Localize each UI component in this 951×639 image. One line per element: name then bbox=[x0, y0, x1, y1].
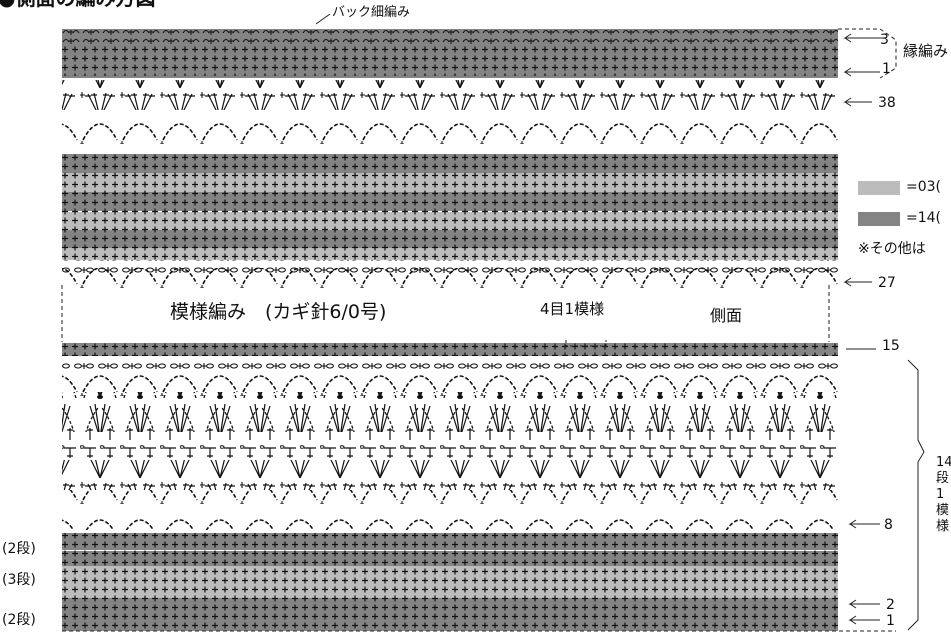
band-rows-2a: (2段) bbox=[2, 541, 36, 557]
back-loop-callout: バック細編み bbox=[332, 5, 411, 20]
band-rows-2b: (2段) bbox=[2, 612, 36, 628]
legend-light-label: =03( bbox=[906, 179, 942, 195]
plus-row-top bbox=[62, 46, 838, 76]
row-number-1-top: 1 bbox=[882, 61, 891, 77]
shell-row bbox=[62, 392, 838, 432]
arc-row-upper bbox=[62, 110, 838, 150]
legend-note: ※その他は bbox=[858, 241, 926, 257]
markers bbox=[61, 13, 925, 632]
row-arrow-4 bbox=[848, 519, 880, 529]
legend-dark-swatch bbox=[858, 212, 900, 226]
plus-band-upper bbox=[62, 154, 838, 260]
callout-leader bbox=[315, 13, 331, 25]
repeat-label: 4目1模様 bbox=[540, 300, 605, 318]
legend-light-swatch bbox=[858, 181, 900, 195]
row-arrow-1 bbox=[843, 67, 880, 77]
row-arrow-2 bbox=[843, 97, 872, 107]
row-number-15: 15 bbox=[882, 338, 900, 354]
back-loop-row bbox=[62, 30, 838, 44]
row-number-2: 2 bbox=[886, 597, 895, 613]
row-number-1-bottom: 1 bbox=[886, 613, 895, 629]
row-arrow-6 bbox=[848, 615, 880, 625]
plus-band-lower bbox=[62, 533, 838, 631]
fan-row-38 bbox=[62, 80, 838, 110]
fan-row-lower bbox=[62, 460, 838, 490]
brace-14 bbox=[907, 359, 925, 631]
row-15-plus bbox=[62, 343, 838, 356]
side-label: 側面 bbox=[710, 306, 743, 325]
edging-label: 縁編み bbox=[903, 42, 949, 60]
row-number-27: 27 bbox=[878, 275, 896, 291]
repeat-note: 14 段 1 模 様 bbox=[936, 455, 951, 534]
row-arrow-0 bbox=[843, 33, 885, 43]
row-number-8: 8 bbox=[884, 517, 893, 533]
page-title: ●側面の編み方図 bbox=[0, 0, 155, 8]
repeat-bracket bbox=[565, 340, 607, 347]
row-arrow-3 bbox=[843, 277, 872, 287]
tee-row bbox=[62, 428, 838, 458]
row-number-3: 3 bbox=[880, 32, 889, 48]
row-arrow-5 bbox=[848, 599, 880, 609]
band-rows-3: (3段) bbox=[2, 572, 36, 588]
legend-dark-label: =14( bbox=[906, 210, 942, 226]
pattern-stitch-label: 模様編み (カギ針6/0号) bbox=[170, 301, 387, 323]
arc-row-27 bbox=[62, 268, 838, 302]
pattern-rows bbox=[62, 29, 838, 631]
arc-row-lower-2 bbox=[62, 490, 838, 530]
edging-bracket bbox=[838, 28, 897, 79]
row-number-38: 38 bbox=[878, 95, 896, 111]
